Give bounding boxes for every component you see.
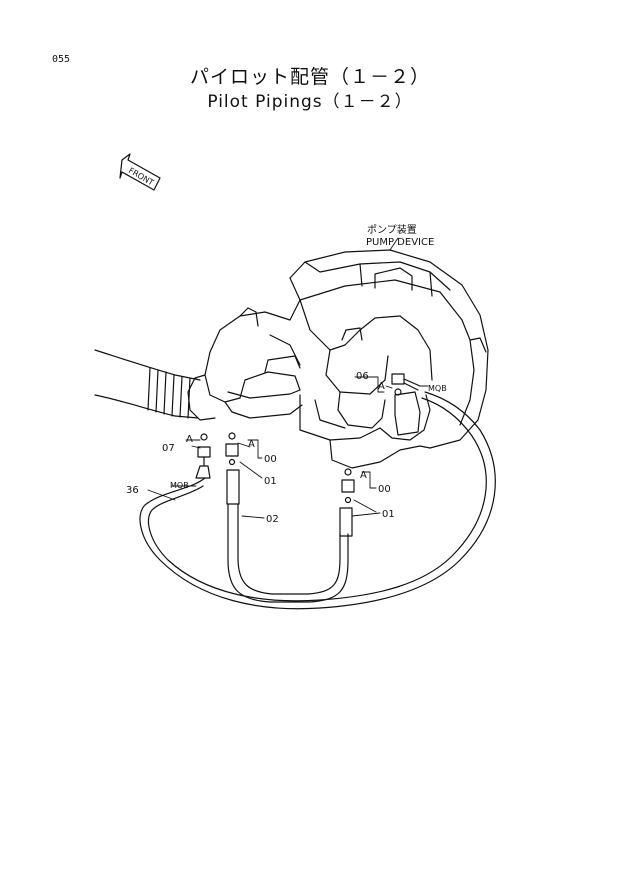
front-arrow-icon: FRONT <box>119 153 161 191</box>
marker-mqb-left: MQB <box>170 481 189 490</box>
fitting-06 <box>391 373 421 396</box>
pump-label-en: PUMP DEVICE <box>366 237 434 248</box>
fitting-00-right <box>341 468 355 504</box>
hose-36 <box>139 391 496 610</box>
hose-02 <box>226 469 353 603</box>
title-japanese: パイロット配管（１－２） <box>189 66 430 88</box>
part-label-06: 06 <box>356 371 369 382</box>
leader-lines <box>147 237 429 519</box>
marker-a-07: A <box>186 434 193 445</box>
marker-mqb-right: MQB <box>428 384 447 393</box>
main-hose-drawing <box>94 349 201 419</box>
part-label-02: 02 <box>266 514 279 525</box>
marker-a-00-right: A <box>360 470 367 481</box>
page-number: 055 <box>52 54 71 65</box>
part-label-00-left: 00 <box>264 454 277 465</box>
fitting-00-left <box>225 432 239 466</box>
marker-a-06: A <box>378 381 385 392</box>
part-label-36: 36 <box>126 485 139 496</box>
title-english: Pilot Pipings（１－２） <box>207 92 413 112</box>
pump-label-jp: ポンプ装置 <box>367 223 417 236</box>
fitting-07 <box>195 433 211 479</box>
marker-a-00-left: A <box>248 439 255 450</box>
part-label-01-left: 01 <box>264 476 277 487</box>
part-label-00-right: 00 <box>378 484 391 495</box>
part-label-01-right: 01 <box>382 509 395 520</box>
pump-device-drawing <box>187 249 489 469</box>
part-label-07: 07 <box>162 443 175 454</box>
